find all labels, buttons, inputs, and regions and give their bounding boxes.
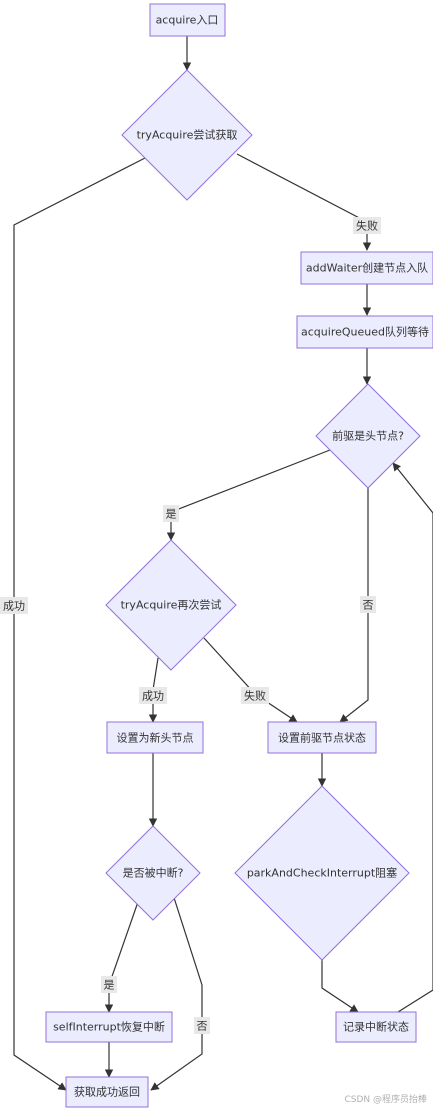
label-tryagain-success: 成功 (139, 687, 167, 704)
node-self-interrupt: selfInterrupt恢复中断 (45, 1011, 173, 1043)
svg-text:selfInterrupt恢复中断: selfInterrupt恢复中断 (53, 1020, 165, 1034)
edge-park-to-record (321, 960, 359, 1013)
node-acquire-queued: acquireQueued队列等待 (296, 315, 433, 349)
label-pred-no: 否 (360, 596, 376, 613)
edge-try-fail-to-addwaiter (236, 153, 372, 251)
label-interrupted-no: 否 (194, 1017, 210, 1034)
node-is-interrupted: 是否被中断? (105, 825, 201, 921)
svg-text:是: 是 (104, 979, 115, 992)
edge-pred-no-to-setpred (339, 488, 369, 723)
label-interrupted-yes: 是 (101, 976, 117, 993)
svg-text:tryAcquire尝试获取: tryAcquire尝试获取 (137, 129, 238, 142)
node-acquire-entry: acquire入口 (149, 3, 226, 37)
label-tryagain-fail: 失败 (241, 687, 269, 704)
label-try-success: 成功 (0, 597, 28, 614)
svg-text:acquire入口: acquire入口 (156, 14, 219, 27)
watermark: CSDN @程序员抬棒 (344, 1095, 427, 1105)
edge-try-success-to-return (13, 157, 146, 1091)
svg-text:设置为新头节点: 设置为新头节点 (117, 731, 194, 745)
svg-text:成功: 成功 (142, 690, 164, 703)
svg-text:失败: 失败 (244, 689, 266, 703)
svg-text:acquireQueued队列等待: acquireQueued队列等待 (301, 325, 429, 339)
svg-text:否: 否 (363, 599, 374, 612)
node-set-new-head: 设置为新头节点 (106, 721, 204, 754)
svg-text:tryAcquire再次尝试: tryAcquire再次尝试 (121, 598, 222, 612)
svg-text:parkAndCheckInterrupt阻塞: parkAndCheckInterrupt阻塞 (247, 866, 397, 880)
svg-text:是: 是 (166, 508, 177, 521)
svg-text:获取成功返回: 获取成功返回 (74, 1086, 140, 1099)
edge-record-to-pred (392, 462, 433, 1013)
svg-text:否: 否 (197, 1020, 208, 1033)
node-pred-is-head: 前驱是头节点? (315, 383, 421, 489)
node-record-interrupt: 记录中断状态 (335, 1011, 417, 1043)
node-add-waiter: addWaiter创建节点入队 (300, 251, 433, 285)
edge-interrupted-yes-to-selfinterrupt (104, 898, 140, 1013)
label-pred-yes: 是 (163, 505, 179, 522)
svg-text:失败: 失败 (356, 219, 378, 233)
svg-text:addWaiter创建节点入队: addWaiter创建节点入队 (306, 261, 428, 275)
node-park-and-check-interrupt: parkAndCheckInterrupt阻塞 (234, 785, 410, 961)
edge-pred-yes-to-tryagain (166, 449, 331, 541)
node-try-acquire: tryAcquire尝试获取 (121, 69, 253, 201)
svg-text:设置前驱节点状态: 设置前驱节点状态 (278, 731, 366, 745)
node-try-acquire-again: tryAcquire再次尝试 (105, 539, 237, 671)
svg-text:是否被中断?: 是否被中断? (123, 866, 184, 880)
svg-text:成功: 成功 (3, 600, 25, 613)
label-try-fail: 失败 (353, 217, 381, 234)
node-success-return: 获取成功返回 (65, 1076, 149, 1108)
svg-text:前驱是头节点?: 前驱是头节点? (332, 429, 404, 443)
edge-tryagain-fail-to-setpred (203, 637, 298, 723)
node-set-pred-state: 设置前驱节点状态 (267, 721, 377, 754)
svg-text:记录中断状态: 记录中断状态 (343, 1020, 409, 1034)
